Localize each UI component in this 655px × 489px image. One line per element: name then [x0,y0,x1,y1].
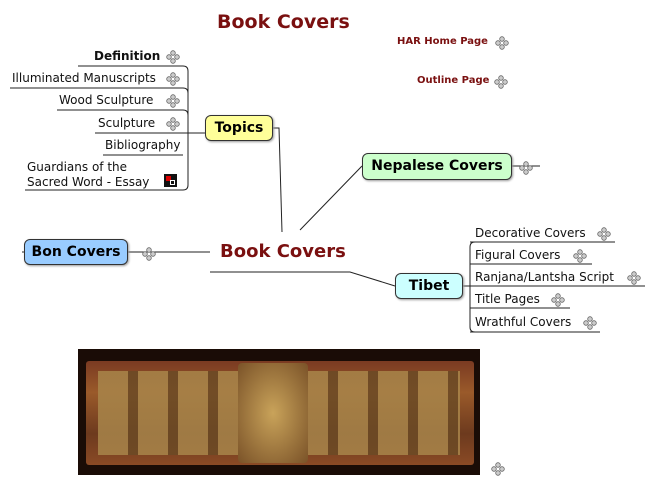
expand-plus-icon[interactable] [573,248,587,263]
expand-plus-icon[interactable] [166,49,180,64]
expand-plus-icon[interactable] [166,93,180,108]
expand-plus-icon[interactable] [166,71,180,86]
tibet-decorative-covers[interactable]: Decorative Covers [475,226,586,240]
expand-plus-icon[interactable] [551,292,565,307]
topic-illuminated-manuscripts[interactable]: Illuminated Manuscripts [12,71,156,85]
topic-bibliography[interactable]: Bibliography [105,138,181,152]
expand-plus-icon[interactable] [494,74,508,89]
page-title: Book Covers [217,11,350,33]
expand-plus-icon[interactable] [491,461,505,476]
expand-plus-icon[interactable] [519,160,533,175]
tibet-title-pages[interactable]: Title Pages [475,292,540,306]
topics-node[interactable]: Topics [205,115,273,141]
expand-plus-icon[interactable] [142,246,156,261]
central-topic[interactable]: Book Covers [220,241,346,262]
essay-line-2: Sacred Word - Essay [27,175,150,189]
expand-plus-icon[interactable] [495,35,509,50]
bon-covers-node[interactable]: Bon Covers [24,239,128,265]
book-cover-image [78,349,480,475]
tibet-ranjana-script[interactable]: Ranjana/Lantsha Script [475,270,614,284]
tibet-figural-covers[interactable]: Figural Covers [475,248,561,262]
topic-definition[interactable]: Definition [94,49,161,63]
expand-plus-icon[interactable] [597,226,611,241]
tibet-wrathful-covers[interactable]: Wrathful Covers [475,315,572,329]
expand-plus-icon[interactable] [166,116,180,131]
essay-line-1: Guardians of the [27,160,128,174]
topic-wood-sculpture[interactable]: Wood Sculpture [59,93,154,107]
topic-sculpture[interactable]: Sculpture [98,116,156,130]
expand-plus-icon[interactable] [583,315,597,330]
har-home-link[interactable]: HAR Home Page [397,36,488,47]
outline-link[interactable]: Outline Page [417,75,490,86]
essay-link-icon[interactable] [164,174,177,187]
nepalese-covers-node[interactable]: Nepalese Covers [362,153,512,180]
expand-plus-icon[interactable] [627,270,641,285]
tibet-node[interactable]: Tibet [395,273,463,299]
